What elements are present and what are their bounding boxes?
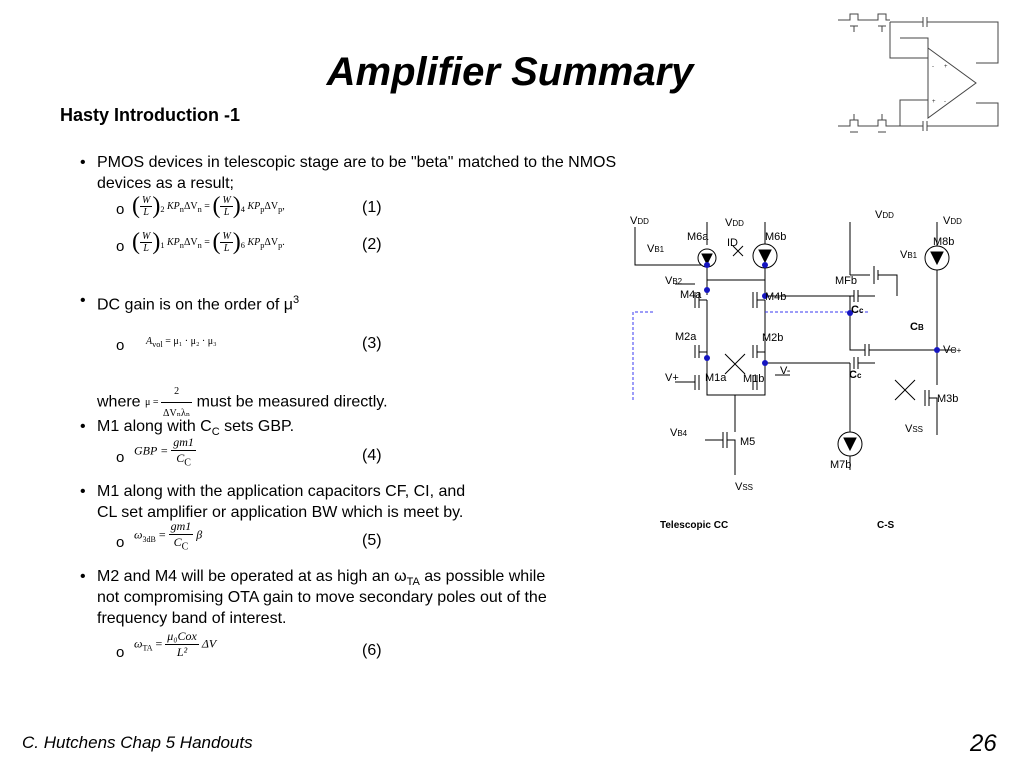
bullet-5-line-3: frequency band of interest. — [97, 610, 287, 627]
m7b-label: M7b — [830, 459, 851, 471]
vss-label-1: VSS — [905, 423, 923, 435]
m1b-label: M1b — [743, 373, 764, 385]
vdd-label-3: VDD — [875, 209, 894, 221]
svg-text:+: + — [944, 64, 948, 70]
svg-text:+: + — [932, 99, 936, 105]
equation-5-number: (5) — [362, 532, 382, 549]
bullet-dot: • — [80, 568, 86, 585]
equation-6-number: (6) — [362, 642, 382, 659]
mfb-label: MFb — [835, 275, 857, 287]
bullet-4-line-2: CL set amplifier or application BW which… — [97, 504, 464, 521]
bullet-1: • PMOS devices in telescopic stage are t… — [80, 152, 720, 196]
m4b-label: M4b — [765, 291, 786, 303]
bullet-4-line-1: M1 along with the application capacitors… — [97, 483, 466, 500]
bullet-dot: • — [80, 483, 86, 500]
m2a-label: M2a — [675, 331, 697, 343]
m8b-label: M8b — [933, 236, 954, 248]
equation-3-number: (3) — [362, 335, 382, 352]
bullet-5-line-1: M2 and M4 will be operated at as high an… — [97, 568, 546, 589]
vplus-label: V+ — [665, 372, 679, 384]
m2b-label: M2b — [762, 332, 783, 344]
bullet-5: • M2 and M4 will be operated at as high … — [80, 566, 640, 630]
vb1-label: VB1 — [647, 243, 665, 255]
bullet-dot: • — [80, 154, 86, 171]
vss-label-2: VSS — [735, 481, 753, 493]
where-label: where — [97, 393, 141, 411]
m6a-label: M6a — [687, 231, 709, 243]
sub-bullet-marker: o — [116, 238, 125, 255]
equation-4-number: (4) — [362, 447, 382, 464]
bullet-2: • DC gain is on the order of μ3 — [80, 290, 480, 314]
bullet-3-text: M1 along with CC sets GBP. — [97, 418, 295, 439]
equation-2-number: (2) — [362, 236, 382, 253]
svg-text:-: - — [932, 64, 934, 70]
sub-bullet-marker: o — [116, 201, 125, 218]
vb1b-label: VB1 — [900, 249, 918, 261]
sub-bullet-marker: o — [116, 644, 125, 661]
vb4-label: VB4 — [670, 427, 688, 439]
cc-label-2: Cc — [849, 369, 862, 381]
cc-label-1: Cc — [851, 304, 864, 316]
vo-label: VO+ — [943, 344, 962, 356]
bullet-2-text: DC gain is on the order of μ3 — [97, 294, 300, 314]
bullet-4: • M1 along with the application capacito… — [80, 481, 560, 525]
slide-title: Amplifier Summary — [326, 50, 694, 94]
footer-author: C. Hutchens Chap 5 Handouts — [22, 733, 253, 752]
opamp-thumbnail-diagram: - + + - — [838, 13, 999, 133]
vb2-label: VB2 — [665, 275, 683, 287]
vdd-label-4: VDD — [943, 215, 962, 227]
sub-bullet-marker: o — [116, 449, 125, 466]
m1a-label: M1a — [705, 372, 727, 384]
m3b-label: M3b — [937, 393, 958, 405]
cb-label: CB — [910, 321, 924, 333]
bullet-5-line-2: not compromising OTA gain to move second… — [97, 589, 547, 606]
caption-cs: C-S — [877, 520, 895, 531]
opamp-schematic: VDD VDD VDD VDD VB1 M6a ID M6b VB1 M8b V… — [630, 209, 962, 531]
slide-subtitle: Hasty Introduction -1 — [60, 105, 241, 125]
equation-1-number: (1) — [362, 199, 382, 216]
bullet-dot: • — [80, 418, 86, 435]
page-number: 26 — [970, 730, 997, 757]
caption-telescopic: Telescopic CC — [660, 520, 728, 531]
equation-3-formula: Avol = μ₁ · μ₂ · μ₃ — [146, 336, 217, 349]
m4a-label: M4a — [680, 289, 702, 301]
m5-label: M5 — [740, 436, 755, 448]
bullet-dot: • — [80, 292, 86, 309]
bullet-1-line-2: devices as a result; — [97, 175, 234, 192]
vdd-label-2: VDD — [725, 217, 744, 229]
m6b-label: M6b — [765, 231, 786, 243]
vdd-label-1: VDD — [630, 215, 649, 227]
svg-text:-: - — [944, 99, 946, 105]
sub-bullet-marker: o — [116, 534, 125, 551]
bullet-3: • M1 along with CC sets GBP. — [80, 416, 480, 438]
where-text: must be measured directly. — [196, 393, 388, 411]
vminus-label: V- — [780, 365, 791, 377]
bullet-1-line-1: PMOS devices in telescopic stage are to … — [97, 154, 617, 171]
sub-bullet-marker: o — [116, 337, 125, 354]
id-label: ID — [727, 237, 738, 249]
